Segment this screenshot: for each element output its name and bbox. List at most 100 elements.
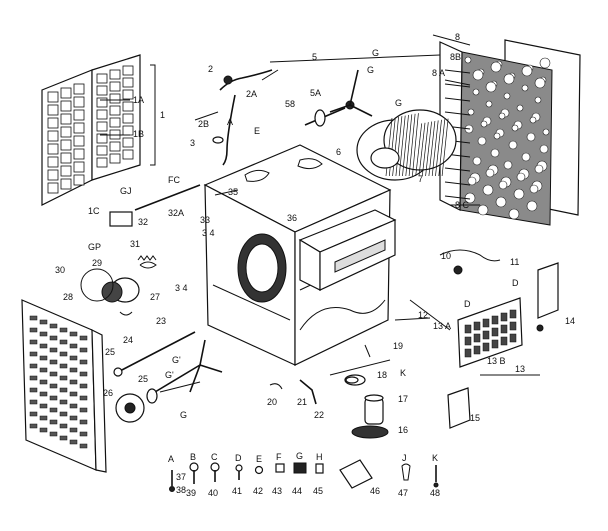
- label-58: 58: [285, 99, 295, 109]
- label-k1: K: [400, 368, 406, 378]
- label-23: 23: [156, 316, 166, 326]
- hardware-number-47: 47: [398, 488, 408, 498]
- label-a-top: A: [227, 117, 233, 127]
- hardware-header-b: B: [190, 452, 196, 462]
- label-14: 14: [565, 316, 575, 326]
- left-filter-panel: [41, 54, 141, 206]
- hardware-number-38: 38: [176, 485, 186, 495]
- label-17: 17: [398, 394, 408, 404]
- label-13b: 13 B: [487, 356, 506, 366]
- label-30: 30: [55, 265, 65, 275]
- hardware-header-f: F: [276, 452, 282, 462]
- callout-labels: 1 1A 1B 1C FC 2 2A 2B A 3 E 5 5A 58 G G …: [55, 32, 575, 498]
- float-motor-assembly: [80, 184, 201, 316]
- label-32a: 32A: [168, 208, 184, 218]
- hardware-header-g: G: [296, 451, 303, 461]
- label-13a: 13 A: [433, 321, 451, 331]
- label-2: 2: [208, 64, 213, 74]
- cabinet: [203, 144, 397, 366]
- label-6: 6: [336, 147, 341, 157]
- label-gj: GJ: [120, 186, 132, 196]
- label-g1b: G': [165, 370, 174, 380]
- label-25a: 25: [105, 347, 115, 357]
- hardware-header-a: A: [168, 454, 174, 464]
- hardware-row: [169, 459, 439, 492]
- label-26: 26: [103, 388, 113, 398]
- hardware-header-k: K: [432, 453, 438, 463]
- hardware-header-d: D: [235, 453, 242, 463]
- label-13: 13: [515, 364, 525, 374]
- pump-assembly: [344, 374, 389, 439]
- label-g1: G: [372, 48, 379, 58]
- label-g3: G: [395, 98, 402, 108]
- label-32: 32: [138, 217, 148, 227]
- label-e-top: E: [254, 126, 260, 136]
- hardware-header-c: C: [211, 452, 218, 462]
- label-31: 31: [130, 239, 140, 249]
- hardware-number-43: 43: [272, 486, 282, 496]
- hardware-number-39: 39: [186, 488, 196, 498]
- label-g4: G: [180, 410, 187, 420]
- side-grille: [447, 262, 559, 429]
- hardware-number-48: 48: [430, 488, 440, 498]
- label-1c: 1C: [88, 206, 100, 216]
- label-27: 27: [150, 292, 160, 302]
- label-fc: FC: [168, 175, 180, 185]
- label-1b: 1B: [133, 129, 144, 139]
- label-28: 28: [63, 292, 73, 302]
- label-8: 8: [455, 32, 460, 42]
- label-5a: 5A: [310, 88, 321, 98]
- hardware-number-42: 42: [253, 486, 263, 496]
- label-1a: 1A: [133, 95, 144, 105]
- label-12: 12: [418, 310, 428, 320]
- label-33: 33: [200, 215, 210, 225]
- label-19: 19: [393, 341, 403, 351]
- leader-lines: [100, 34, 540, 393]
- label-10: 10: [441, 251, 451, 261]
- label-25b: 25: [138, 374, 148, 384]
- label-g2: G: [367, 65, 374, 75]
- hardware-number-45: 45: [313, 486, 323, 496]
- front-grille-panel: [21, 299, 107, 473]
- label-8c: 8 C: [455, 200, 470, 210]
- label-15: 15: [470, 413, 480, 423]
- label-36: 36: [287, 213, 297, 223]
- label-3: 3: [190, 138, 195, 148]
- hardware-header-j: J: [402, 453, 407, 463]
- label-1: 1: [160, 110, 165, 120]
- label-29: 29: [92, 258, 102, 268]
- label-gp: GP: [88, 242, 101, 252]
- label-16: 16: [398, 425, 408, 435]
- label-d1: D: [464, 299, 471, 309]
- label-5: 5: [312, 52, 317, 62]
- label-22: 22: [314, 410, 324, 420]
- label-35: 35: [228, 187, 238, 197]
- fan-assembly: [113, 331, 223, 423]
- hardware-header-e: E: [256, 454, 262, 464]
- hardware-number-40: 40: [208, 488, 218, 498]
- label-34a: 3 4: [202, 228, 215, 238]
- label-18: 18: [377, 370, 387, 380]
- label-8a: 8 A: [432, 68, 445, 78]
- hardware-number-46: 46: [370, 486, 380, 496]
- hardware-number-37: 37: [176, 472, 186, 482]
- hardware-number-44: 44: [292, 486, 302, 496]
- blower-wheel: [356, 109, 457, 181]
- water-line: [194, 69, 273, 166]
- label-20: 20: [267, 397, 277, 407]
- shaft-assembly: [304, 69, 373, 127]
- label-2b: 2B: [198, 119, 209, 129]
- label-8b: 8B: [450, 52, 461, 62]
- hardware-header-h: H: [316, 452, 323, 462]
- label-11: 11: [510, 257, 519, 267]
- right-pad-panel: [439, 39, 581, 226]
- label-21: 21: [297, 397, 307, 407]
- label-24: 24: [123, 335, 133, 345]
- label-g1a: G': [172, 355, 181, 365]
- small-parts: [269, 249, 501, 405]
- label-2a: 2A: [246, 89, 257, 99]
- label-7: 7: [418, 174, 423, 184]
- label-34b: 3 4: [175, 283, 188, 293]
- label-d2: D: [512, 278, 519, 288]
